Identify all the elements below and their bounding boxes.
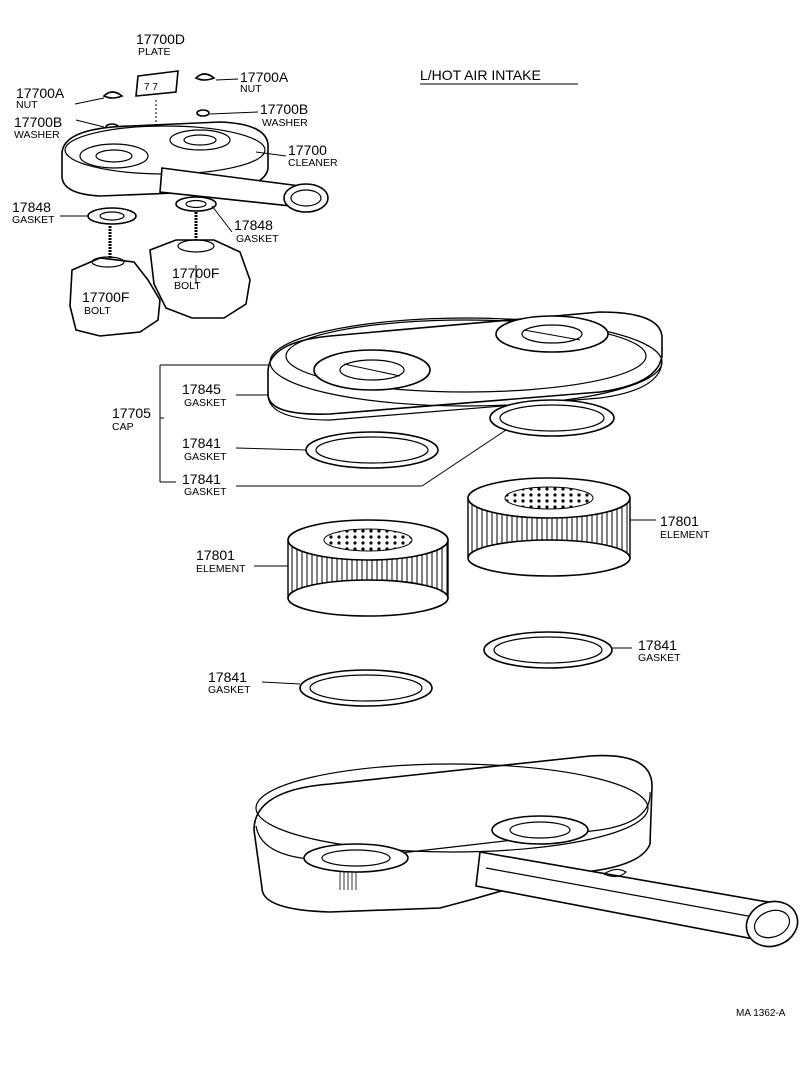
svg-text:NUT: NUT [240, 83, 262, 95]
svg-text:17845: 17845 [182, 381, 221, 397]
svg-text:17801: 17801 [196, 547, 235, 563]
diagram-title: L/HOT AIR INTAKE [420, 67, 541, 83]
svg-text:17700F: 17700F [172, 265, 219, 281]
svg-text:GASKET: GASKET [184, 486, 227, 498]
svg-text:17841: 17841 [208, 669, 247, 685]
gasket-17841-b-part [489, 399, 615, 437]
svg-text:17700A: 17700A [16, 85, 65, 101]
callout-gasket-17841-d: 17841 GASKET [208, 669, 251, 696]
svg-text:17841: 17841 [182, 435, 221, 451]
svg-text:17700: 17700 [288, 142, 327, 158]
svg-text:17841: 17841 [182, 471, 221, 487]
svg-text:GASKET: GASKET [184, 451, 227, 463]
svg-text:PLATE: PLATE [138, 46, 170, 58]
svg-text:BOLT: BOLT [84, 305, 111, 317]
element-right-part [467, 477, 631, 577]
svg-text:17841: 17841 [638, 637, 677, 653]
svg-text:17700D: 17700D [136, 31, 185, 47]
svg-text:GASKET: GASKET [638, 652, 681, 664]
callout-bolt-left: 17700F BOLT [82, 289, 129, 317]
callout-nut-left: 17700A NUT [16, 85, 65, 111]
svg-text:BOLT: BOLT [174, 280, 201, 292]
plate-part [135, 70, 179, 97]
cleaner-body-drawing [253, 754, 799, 948]
nut-right-part [194, 73, 216, 81]
callout-element-right: 17801 ELEMENT [660, 513, 710, 541]
svg-text:ELEMENT: ELEMENT [660, 529, 710, 541]
figure-code: MA 1362-A [736, 1008, 786, 1019]
svg-text:WASHER: WASHER [14, 129, 60, 141]
svg-text:GASKET: GASKET [184, 397, 227, 409]
leader-lines [60, 78, 656, 685]
element-left-part [287, 519, 449, 617]
svg-text:17700F: 17700F [82, 289, 129, 305]
callout-cleaner: 17700 CLEANER [288, 142, 338, 169]
svg-text:GASKET: GASKET [208, 684, 251, 696]
svg-text:17705: 17705 [112, 405, 151, 421]
callout-gasket-17848-right: 17848 GASKET [234, 217, 279, 245]
callout-gasket-17841-a: 17841 GASKET [182, 435, 227, 463]
svg-text:17700B: 17700B [260, 101, 308, 117]
callout-nut-right: 17700A NUT [240, 69, 289, 95]
svg-text:CLEANER: CLEANER [288, 157, 338, 169]
gasket-17841-c-part [483, 631, 613, 669]
callout-gasket-17845: 17845 GASKET [182, 381, 227, 409]
callout-plate: 17700D PLATE [136, 31, 185, 58]
small-assembly-drawing: 7 7 [61, 70, 329, 337]
callout-bolt-right: 17700F BOLT [172, 265, 219, 292]
callout-gasket-17841-c: 17841 GASKET [638, 637, 681, 664]
svg-text:17801: 17801 [660, 513, 699, 529]
callout-washer-right: 17700B WASHER [260, 101, 308, 129]
callout-washer-left: 17700B WASHER [14, 114, 62, 141]
svg-text:ELEMENT: ELEMENT [196, 563, 246, 575]
svg-text:17700B: 17700B [14, 114, 62, 130]
callout-gasket-17848-left: 17848 GASKET [12, 199, 55, 226]
svg-text:NUT: NUT [16, 99, 38, 111]
svg-text:CAP: CAP [112, 421, 134, 433]
svg-text:WASHER: WASHER [262, 117, 308, 129]
gasket-17841-d-part [299, 669, 433, 707]
svg-text:17848: 17848 [12, 199, 51, 215]
svg-text:17700A: 17700A [240, 69, 289, 85]
nut-left-part [102, 91, 124, 99]
cap-drawing [267, 311, 663, 421]
svg-text:7 7: 7 7 [144, 82, 158, 93]
callout-gasket-17841-b: 17841 GASKET [182, 471, 227, 498]
callout-cap: 17705 CAP [112, 405, 151, 433]
callout-element-left: 17801 ELEMENT [196, 547, 246, 575]
svg-text:GASKET: GASKET [236, 233, 279, 245]
washer-right-part [196, 109, 210, 117]
svg-text:17848: 17848 [234, 217, 273, 233]
svg-text:GASKET: GASKET [12, 214, 55, 226]
